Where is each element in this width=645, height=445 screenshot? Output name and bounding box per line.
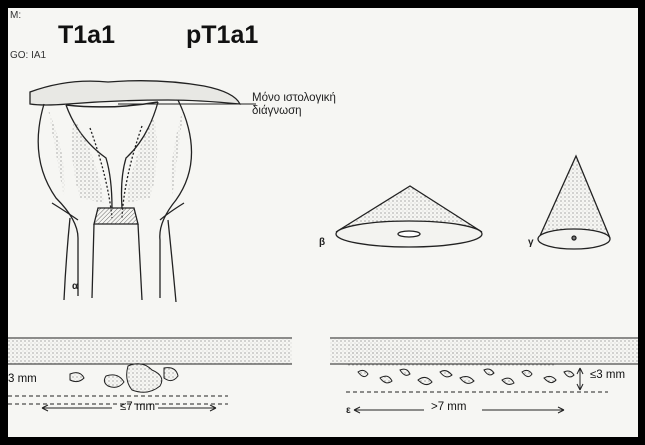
caption-line-2: διάγνωση xyxy=(252,105,336,118)
panel-label-a: α xyxy=(72,281,78,292)
right-width-measure: >7 mm xyxy=(431,401,466,413)
figure-drawings xyxy=(8,8,638,437)
panel-label-b: β xyxy=(319,237,325,248)
clinical-stage-title: T1a1 xyxy=(58,21,115,50)
wide-cone xyxy=(336,186,482,247)
panel-label-e: ε xyxy=(346,405,351,416)
right-depth-measure: ≤3 mm xyxy=(590,369,625,381)
pathologic-stage-title: pT1a1 xyxy=(186,21,258,50)
caption-line-1: Μόνο ιστολογική xyxy=(252,92,336,105)
caption: Μόνο ιστολογική διάγνωση xyxy=(252,92,336,118)
figo-stage: GO: IA1 xyxy=(10,50,46,61)
left-depth-measure: 3 mm xyxy=(8,373,37,385)
left-width-measure: ≤7 mm xyxy=(120,401,155,413)
tnm-prefix: M: xyxy=(10,10,21,21)
cervix-illustration xyxy=(30,81,256,302)
narrow-cone xyxy=(538,156,610,249)
panel-label-c: γ xyxy=(528,237,534,248)
figure-page: M: T1a1 pT1a1 GO: IA1 Μόνο ιστολογική δι… xyxy=(8,8,638,437)
